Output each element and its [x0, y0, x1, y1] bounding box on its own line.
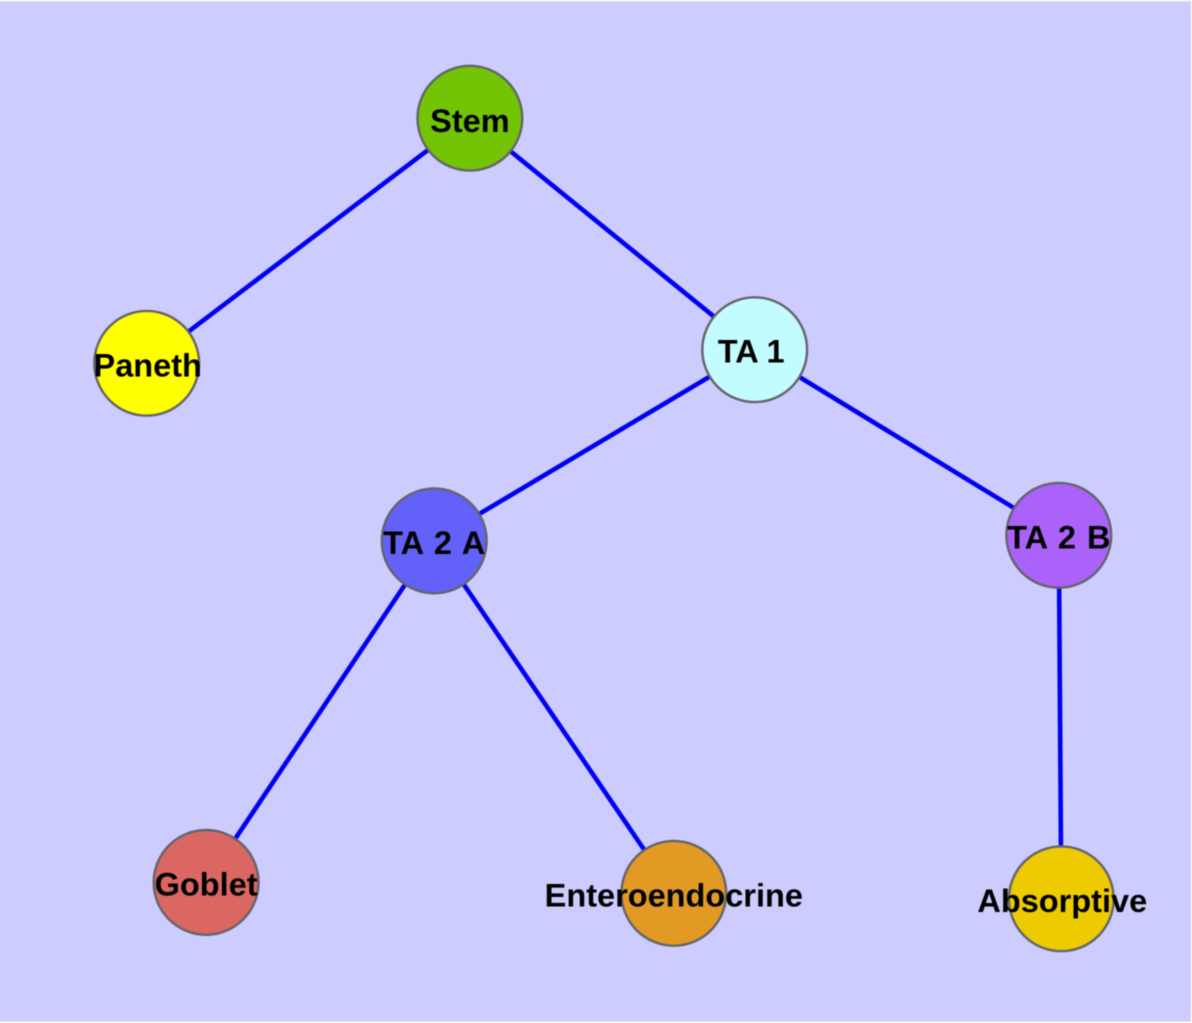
- svg-text:TA 2 B: TA 2 B: [1007, 519, 1110, 555]
- svg-text:Enteroendocrine: Enteroendocrine: [545, 877, 803, 913]
- svg-text:Paneth: Paneth: [94, 347, 202, 383]
- svg-text:Stem: Stem: [430, 103, 509, 139]
- svg-text:Goblet: Goblet: [155, 866, 258, 902]
- svg-text:TA 2 A: TA 2 A: [383, 525, 485, 561]
- svg-text:TA 1: TA 1: [718, 334, 785, 370]
- svg-text:Absorptive: Absorptive: [977, 883, 1147, 919]
